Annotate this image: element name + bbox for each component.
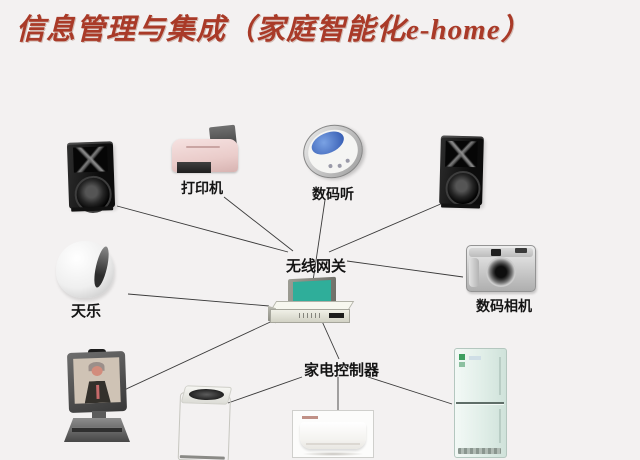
connection-line bbox=[320, 318, 340, 360]
computer-screen bbox=[293, 280, 331, 303]
ac-photo-frame bbox=[292, 410, 374, 458]
videophone-image bbox=[56, 349, 140, 449]
videophone-neck bbox=[92, 411, 106, 420]
fridge-energy-sticker bbox=[459, 354, 465, 360]
printer-image bbox=[172, 124, 242, 176]
connection-line bbox=[121, 316, 282, 392]
label-printer: 打印机 bbox=[181, 180, 223, 196]
speaker-horn bbox=[72, 146, 108, 173]
camera-lens bbox=[486, 257, 516, 288]
person-tie bbox=[96, 384, 100, 400]
printer-slot bbox=[186, 146, 220, 148]
air-conditioner-image bbox=[292, 410, 374, 458]
computer-disk-slot bbox=[329, 313, 344, 318]
cd-player-image bbox=[297, 118, 369, 185]
tianle-dome-image bbox=[56, 241, 114, 298]
connection-line bbox=[367, 376, 453, 405]
fridge-brand-plate bbox=[469, 356, 481, 360]
speaker-left-image bbox=[66, 141, 116, 214]
speaker-right-image bbox=[439, 135, 484, 209]
connection-line bbox=[116, 205, 289, 253]
ac-brand-logo bbox=[302, 416, 318, 419]
washing-machine-image bbox=[177, 385, 233, 460]
fridge-door-divider bbox=[456, 402, 504, 404]
label-cd-player: 数码听 bbox=[312, 186, 354, 202]
label-tianle: 天乐 bbox=[71, 303, 102, 320]
videophone-screen bbox=[73, 357, 121, 404]
connection-line bbox=[346, 260, 464, 278]
refrigerator-image bbox=[454, 348, 507, 458]
label-gateway: 无线网关 bbox=[286, 258, 347, 275]
videophone-frame bbox=[66, 351, 128, 413]
digital-camera-image bbox=[466, 245, 536, 292]
speaker-base bbox=[70, 206, 114, 212]
speaker-base bbox=[440, 203, 481, 209]
page-title: 信息管理与集成（家庭智能化e-home） bbox=[16, 14, 531, 46]
fridge-base-vent bbox=[458, 448, 501, 454]
label-camera: 数码相机 bbox=[476, 298, 532, 314]
gateway-computer-image bbox=[268, 276, 355, 324]
ac-unit-body bbox=[300, 422, 366, 449]
computer-vents bbox=[299, 313, 323, 318]
ac-vent bbox=[306, 443, 360, 445]
fridge-handle-top bbox=[499, 357, 501, 395]
camera-top-plate bbox=[469, 248, 533, 257]
connection-line bbox=[227, 376, 303, 404]
fridge-energy-sticker bbox=[459, 362, 465, 367]
connection-line bbox=[127, 293, 270, 307]
fridge-handle-bottom bbox=[499, 409, 501, 443]
speaker-horn bbox=[445, 140, 478, 168]
camera-grip bbox=[469, 258, 479, 287]
speaker-woofer bbox=[444, 170, 481, 207]
connection-line bbox=[328, 202, 444, 253]
camera-viewfinder bbox=[491, 249, 501, 256]
printer-output-tray bbox=[177, 162, 211, 173]
ac-shadow bbox=[303, 452, 363, 456]
camera-shutter-button bbox=[515, 248, 527, 253]
label-controller: 家电控制器 bbox=[304, 362, 380, 379]
connection-line bbox=[223, 196, 294, 252]
videophone-stand-panel bbox=[72, 427, 122, 432]
computer-base-front bbox=[270, 309, 350, 323]
person-head bbox=[91, 365, 103, 377]
